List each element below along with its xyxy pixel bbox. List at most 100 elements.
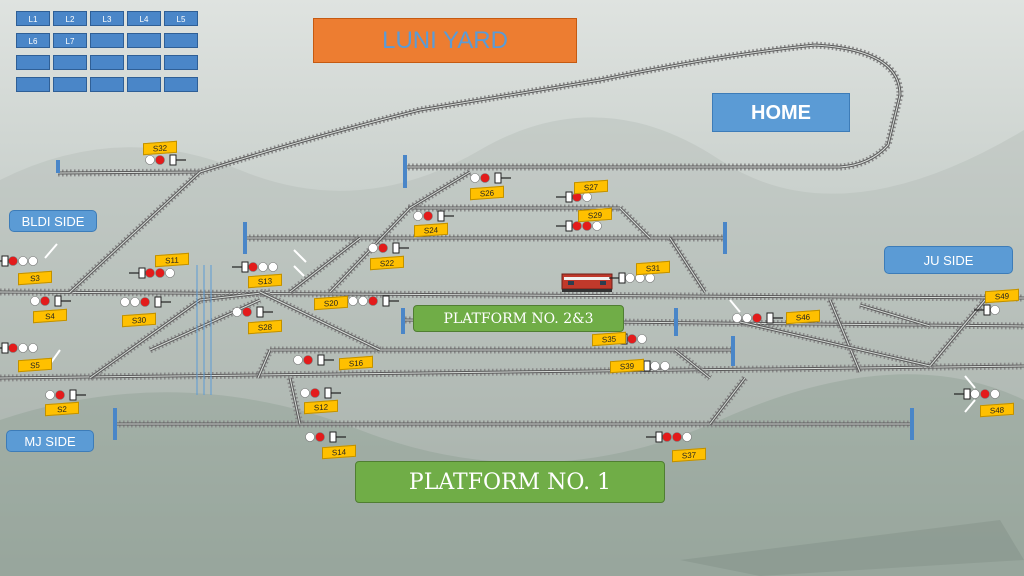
signal-s22[interactable]: [368, 242, 410, 254]
line-button[interactable]: [90, 55, 124, 70]
signal-s32[interactable]: [145, 154, 187, 166]
red-lamp: [140, 297, 150, 307]
signal-tag[interactable]: S4: [33, 308, 67, 324]
route-indicator: [44, 243, 58, 259]
white-lamp: [145, 155, 155, 165]
signal-s29[interactable]: [556, 220, 602, 232]
signal-tag[interactable]: S22: [370, 255, 404, 271]
signal-tag[interactable]: S5: [18, 357, 52, 373]
signal-tag[interactable]: S24: [414, 222, 448, 238]
line-button[interactable]: [53, 77, 87, 92]
signal-s31[interactable]: [609, 272, 655, 284]
crossover: [617, 205, 653, 241]
signal-tag[interactable]: S14: [322, 444, 356, 460]
white-lamp: [742, 313, 752, 323]
signal-tag[interactable]: S3: [18, 270, 52, 286]
signal-tag[interactable]: S20: [314, 295, 348, 311]
signal-s26[interactable]: [470, 172, 512, 184]
line-button[interactable]: [16, 55, 50, 70]
line-button[interactable]: [90, 77, 124, 92]
ju-side-button[interactable]: JU SIDE: [884, 246, 1013, 274]
red-lamp: [242, 307, 252, 317]
signal-s2[interactable]: [45, 389, 87, 401]
red-lamp: [423, 211, 433, 221]
red-lamp: [155, 155, 165, 165]
crossover: [287, 235, 363, 295]
signal-s16[interactable]: [293, 354, 335, 366]
signal-tag[interactable]: S32: [143, 140, 177, 156]
white-lamp: [660, 361, 670, 371]
line-button[interactable]: [53, 55, 87, 70]
signal-tag[interactable]: S46: [786, 309, 820, 325]
white-lamp: [682, 432, 692, 442]
signal-s4[interactable]: [30, 295, 72, 307]
white-lamp: [120, 297, 130, 307]
line-button[interactable]: L5: [164, 11, 198, 26]
line-button[interactable]: [164, 77, 198, 92]
signal-s30[interactable]: [120, 296, 172, 308]
signal-s3[interactable]: [0, 255, 38, 267]
signal-post: [69, 389, 77, 401]
signal-s14[interactable]: [305, 431, 347, 443]
line-button[interactable]: L7: [53, 33, 87, 48]
signal-s12[interactable]: [300, 387, 342, 399]
signal-s20[interactable]: [348, 295, 400, 307]
signal-s13[interactable]: [232, 261, 278, 273]
signal-s5[interactable]: [0, 342, 38, 354]
signal-tag[interactable]: S31: [636, 260, 670, 276]
line-button[interactable]: L6: [16, 33, 50, 48]
white-lamp: [348, 296, 358, 306]
signal-tag[interactable]: S16: [339, 355, 373, 371]
crossover: [927, 297, 988, 369]
signal-post: [329, 431, 337, 443]
signal-tag[interactable]: S39: [610, 358, 644, 374]
line-button[interactable]: [90, 33, 124, 48]
signal-tag[interactable]: S37: [672, 447, 706, 463]
signal-tag[interactable]: S2: [45, 401, 79, 417]
signal-s11[interactable]: [129, 267, 175, 279]
signal-s46[interactable]: [732, 312, 784, 324]
signal-tag[interactable]: S11: [155, 252, 189, 268]
line-button[interactable]: L3: [90, 11, 124, 26]
signal-post: [565, 220, 573, 232]
signal-tag[interactable]: S27: [574, 179, 608, 195]
white-lamp: [18, 256, 28, 266]
signal-tag[interactable]: S49: [985, 288, 1019, 304]
signal-tag[interactable]: S28: [248, 319, 282, 335]
signal-tag[interactable]: S13: [248, 273, 282, 289]
signal-s48[interactable]: [954, 388, 1000, 400]
signal-s37[interactable]: [646, 431, 692, 443]
line-button[interactable]: [16, 77, 50, 92]
crossover: [258, 288, 382, 354]
white-lamp: [30, 296, 40, 306]
line-button[interactable]: [127, 77, 161, 92]
mj-side-button[interactable]: MJ SIDE: [6, 430, 94, 452]
white-lamp: [293, 355, 303, 365]
bldi-side-button[interactable]: BLDI SIDE: [9, 210, 97, 232]
line-button[interactable]: L4: [127, 11, 161, 26]
signal-tag[interactable]: S35: [592, 331, 626, 347]
line-button[interactable]: L1: [16, 11, 50, 26]
locomotive-icon[interactable]: [561, 273, 613, 292]
line-button[interactable]: L2: [53, 11, 87, 26]
signal-s27[interactable]: [556, 191, 592, 203]
signal-tag[interactable]: S29: [578, 207, 612, 223]
white-lamp: [358, 296, 368, 306]
signal-tag[interactable]: S48: [980, 402, 1014, 418]
signal-tag[interactable]: S30: [122, 312, 156, 328]
home-button[interactable]: HOME: [712, 93, 850, 132]
red-lamp: [55, 390, 65, 400]
signal-s39[interactable]: [634, 360, 670, 372]
signal-s49[interactable]: [974, 304, 1000, 316]
signal-s24[interactable]: [413, 210, 455, 222]
route-indicator: [293, 265, 305, 277]
line-button[interactable]: [127, 55, 161, 70]
signal-tag[interactable]: S26: [470, 185, 504, 201]
line-button[interactable]: [164, 55, 198, 70]
signal-post: [169, 154, 177, 166]
line-button[interactable]: [164, 33, 198, 48]
crossover: [148, 296, 262, 354]
signal-s28[interactable]: [232, 306, 274, 318]
line-button[interactable]: [127, 33, 161, 48]
signal-tag[interactable]: S12: [304, 399, 338, 415]
